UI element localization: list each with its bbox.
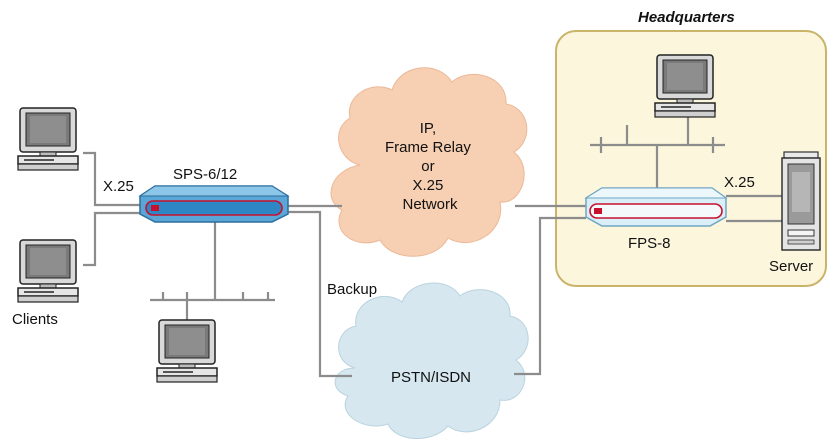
backup-label: Backup	[327, 281, 377, 298]
client-computer-bottom	[17, 239, 79, 303]
x25-right-label: X.25	[724, 174, 755, 191]
fps-label: FPS-8	[628, 235, 671, 252]
clients-label: Clients	[12, 311, 58, 328]
headquarters-computer	[654, 54, 716, 118]
sps-device	[138, 185, 290, 223]
network-line-1: IP,	[420, 120, 436, 137]
ip-network-cloud: IP, Frame Relay or X.25 Network	[330, 67, 528, 257]
x25-left-label: X.25	[103, 178, 134, 195]
network-line-3: or	[421, 158, 434, 175]
headquarters-label: Headquarters	[638, 9, 735, 26]
client-computer-top	[17, 107, 79, 171]
pstn-isdn-label: PSTN/ISDN	[391, 369, 471, 386]
cables	[83, 103, 782, 378]
server-label: Server	[769, 258, 813, 275]
server-icon	[781, 151, 821, 251]
sps-label: SPS-6/12	[173, 166, 237, 183]
pstn-isdn-cloud: PSTN/ISDN	[334, 282, 529, 439]
svg-text:IP, Frame Relay or: IP, Frame Relay or X.25 Network	[385, 120, 475, 213]
lan-computer	[156, 319, 218, 383]
network-line-4: X.25	[412, 177, 443, 194]
network-line-5: Network	[402, 196, 458, 213]
fps-device	[584, 187, 728, 227]
network-line-2: Frame Relay	[385, 139, 471, 156]
